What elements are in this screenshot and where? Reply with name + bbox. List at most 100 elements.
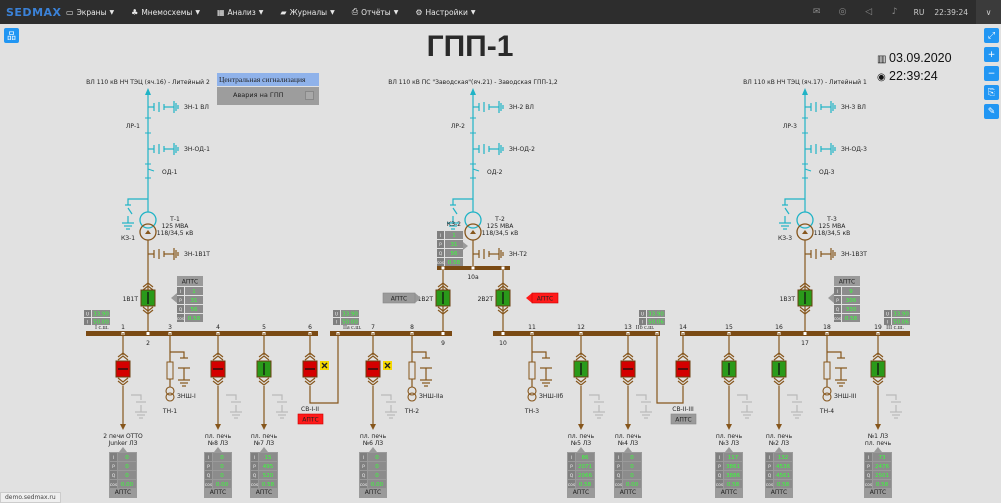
grounding-switch[interactable]: ЗН-1 ВЛ	[148, 101, 209, 113]
section-aptc-button[interactable]: АПТС	[297, 413, 324, 425]
meas-label-cos: cos	[766, 483, 774, 488]
meas-label-cell	[110, 480, 117, 488]
menu-reports[interactable]: ⎙Отчёты▼	[352, 7, 399, 17]
aptc-2v2t[interactable]: АПТС	[526, 292, 559, 304]
language-selector[interactable]: RU	[913, 7, 925, 17]
bus-node-number: 11	[528, 324, 536, 331]
breaker-1В3Т[interactable]	[797, 289, 813, 307]
meas-label-P: P	[768, 464, 771, 470]
zoom-in-icon[interactable]: +	[984, 47, 999, 62]
schema-icon[interactable]: 品	[4, 28, 19, 43]
feeder-breaker[interactable]	[302, 360, 318, 378]
speaker-icon[interactable]: ◁	[865, 7, 873, 17]
grounding-switch[interactable]: ЗН-3 ВЛ	[805, 101, 866, 113]
chevron-up-icon	[367, 355, 379, 361]
grounding-switch[interactable]: ЗН-2 ВЛ	[473, 101, 534, 113]
logo[interactable]: SEDMAX	[6, 5, 62, 19]
edit-icon[interactable]: ✎	[984, 104, 999, 119]
earth-switch-grey	[636, 394, 652, 419]
bus-node-number: 4	[216, 324, 220, 331]
signal-item-accident[interactable]: Авария на ГПП	[217, 87, 319, 105]
grounding-switch[interactable]: ЗН-ОД-1	[148, 143, 210, 155]
feeder-breaker[interactable]	[620, 360, 636, 378]
tools-warning-icon[interactable]	[383, 361, 392, 370]
feeder-breaker[interactable]	[210, 360, 226, 378]
breaker-2В2Т[interactable]	[495, 289, 511, 307]
feeder-breaker[interactable]	[365, 360, 381, 378]
grounding-switch-label: ЗН-2 ВЛ	[509, 104, 534, 111]
user-menu-chevron-icon[interactable]: ∨	[976, 0, 1001, 24]
menu-mnemoschemes[interactable]: ♣Мнемосхемы▼	[131, 8, 200, 17]
voltage-transformer	[165, 386, 175, 396]
earth-switch-grey	[381, 394, 397, 419]
transformer-column-2: ВЛ 110 кВ ПС "Заводская"(яч.21) - Заводс…	[382, 79, 559, 333]
bell-icon[interactable]: ♪	[891, 7, 898, 17]
tools-warning-icon[interactable]	[320, 361, 329, 370]
aptc-label: АПТС	[115, 489, 131, 496]
meas-label-cos: cos	[205, 483, 213, 488]
meas-label-P: P	[570, 464, 573, 470]
section-aptc-button[interactable]: АПТС	[670, 413, 697, 425]
exit-icon[interactable]: ⎘	[984, 85, 999, 100]
feeder-breaker[interactable]	[573, 360, 589, 378]
page-title: ГПП-1	[426, 30, 514, 63]
breaker-1В2Т[interactable]	[435, 289, 451, 307]
eye-slash-icon[interactable]: ◎	[838, 7, 847, 17]
meas-value-cell	[213, 471, 231, 479]
menu-journals[interactable]: ▰Журналы▼	[280, 8, 334, 17]
feeder-breaker[interactable]	[256, 360, 272, 378]
meas-value-P: 2476	[875, 464, 889, 470]
feeder-breaker[interactable]	[115, 360, 131, 378]
grounding-switch[interactable]: ЗН-ОД-3	[805, 143, 867, 155]
meas-label-cell	[177, 305, 184, 313]
feeder-breaker[interactable]	[870, 360, 886, 378]
arrow-down-icon	[776, 424, 782, 430]
feeder-breaker[interactable]	[675, 360, 691, 378]
aptc-label: АПТС	[256, 489, 272, 496]
chevron-up-icon	[117, 352, 129, 358]
aptc-box	[382, 292, 416, 304]
feeder-breaker[interactable]	[771, 360, 787, 378]
grounding-switch[interactable]: ЗН-ОД-2	[473, 143, 535, 155]
grounding-switch[interactable]: ЗН-1В1Т	[148, 248, 210, 260]
menu-analysis[interactable]: ▦Анализ▼	[217, 8, 263, 17]
wire	[452, 198, 473, 205]
breaker-1В1Т[interactable]	[140, 289, 156, 307]
feeder-breaker[interactable]	[721, 360, 737, 378]
aptc-1v2t[interactable]: АПТС	[382, 292, 421, 304]
meas-value-cos: 0.00	[371, 482, 384, 488]
meas-label-cos: cos	[437, 261, 445, 266]
zoom-out-icon[interactable]: −	[984, 66, 999, 81]
menu-screens[interactable]: ▭Экраны▼	[66, 8, 114, 17]
wire	[321, 362, 328, 369]
chevron-up-icon	[258, 352, 270, 358]
bus-value-I: 50.06	[893, 320, 909, 326]
envelope-icon[interactable]: ✉	[812, 7, 821, 17]
chevron-down-icon	[723, 380, 735, 386]
grounding-switch[interactable]: ЗН-1В3Т	[805, 248, 867, 260]
grounding-switch[interactable]: ЗН-Т2	[473, 248, 527, 260]
menu-settings[interactable]: ⚙Настройки▼	[415, 8, 475, 17]
bus-label: III с.ш.	[886, 325, 904, 331]
expand-icon[interactable]: ⤢	[984, 28, 999, 43]
chevron-down-icon: ▼	[470, 8, 476, 16]
grounding-switch-label: ЗН-ОД-1	[184, 146, 210, 153]
